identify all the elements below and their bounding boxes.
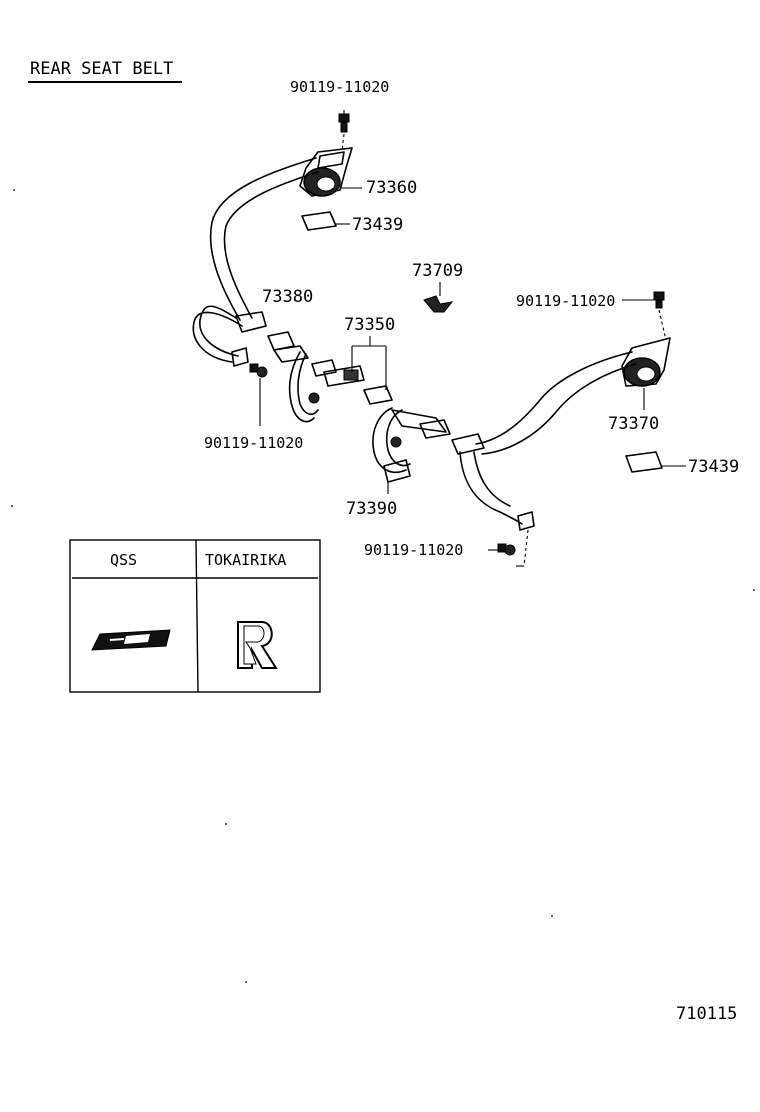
retractor-left [299, 110, 362, 231]
clip-73709-icon [423, 282, 454, 313]
qss-logo-icon [91, 629, 171, 651]
bolt-left-lower-icon [249, 363, 268, 426]
maker-table: QSS TOKAIRIKA [69, 539, 321, 693]
label-buckle-center: 73350 [344, 315, 395, 335]
belt-strap-left [192, 157, 319, 367]
label-bolt-bottom: 90119-11020 [364, 541, 463, 559]
label-cover-left: 73439 [352, 215, 403, 235]
diagram-code: 710115 [676, 1004, 737, 1024]
belt-strap-right [451, 351, 637, 567]
buckle-73380 [249, 331, 320, 426]
table-header-qss: QSS [110, 551, 137, 569]
table-header-tokairika: TOKAIRIKA [205, 551, 286, 569]
retractor-right [621, 291, 686, 473]
label-retractor-left: 73360 [366, 178, 417, 198]
bolt-top-icon [338, 110, 350, 153]
label-bolt-top: 90119-11020 [290, 78, 389, 96]
label-bolt-left-lower: 90119-11020 [204, 434, 303, 452]
diagram-title: REAR SEAT BELT [30, 59, 173, 79]
buckle-73390 [372, 407, 451, 494]
bolt-bottom-icon [497, 543, 516, 556]
bolt-right-icon [653, 291, 667, 341]
label-buckle-right: 73380 [262, 287, 313, 307]
label-bolt-right: 90119-11020 [516, 292, 615, 310]
label-buckle-lower: 73390 [346, 499, 397, 519]
label-clip: 73709 [412, 261, 463, 281]
label-retractor-right: 73370 [608, 414, 659, 434]
buckle-73350 [311, 336, 393, 405]
tokairika-logo-icon [237, 621, 278, 669]
label-cover-right: 73439 [688, 457, 739, 477]
